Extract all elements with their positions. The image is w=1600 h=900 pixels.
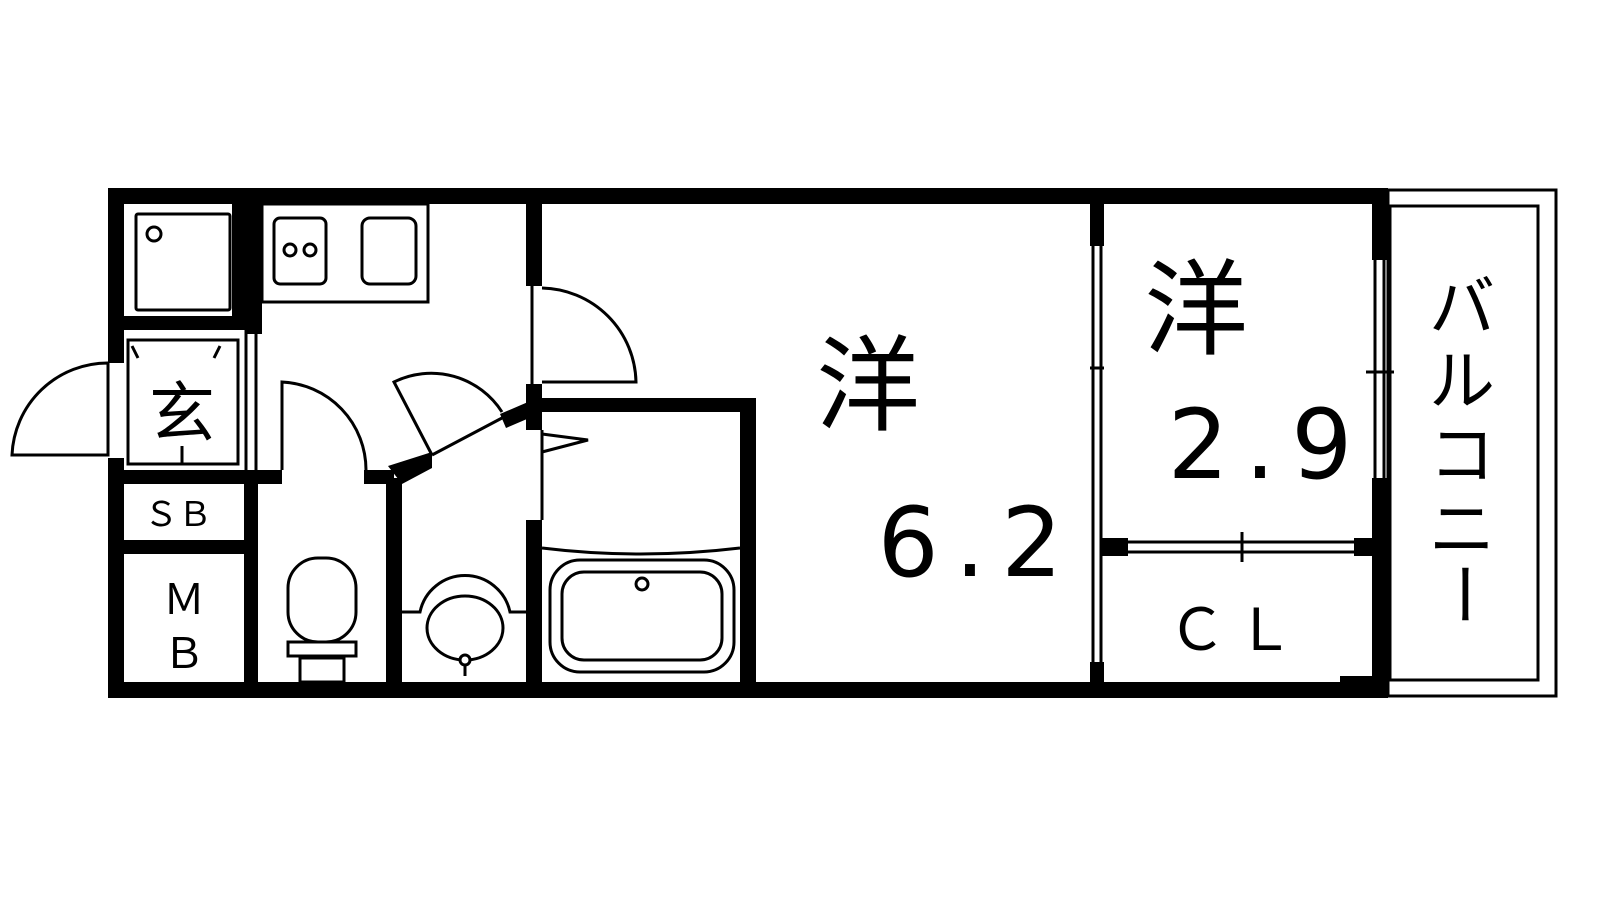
meter-box-label-line1: Ｍ bbox=[163, 575, 205, 624]
main-room-door bbox=[541, 286, 638, 384]
second-room-label: 洋 bbox=[1144, 249, 1248, 371]
main-room-size: 6.2 bbox=[878, 487, 1079, 599]
toilet-door bbox=[280, 380, 368, 471]
doors bbox=[10, 286, 638, 471]
bathtub bbox=[541, 546, 741, 674]
room-labels: 玄 ＳＢ Ｍ Ｂ 洋 6.2 洋 2.9 ＣＬ バ ル コ ニ ー bbox=[144, 249, 1501, 678]
washroom-door bbox=[391, 371, 504, 457]
balcony-label-char: バ bbox=[1429, 269, 1495, 346]
second-room-size: 2.9 bbox=[1168, 389, 1369, 501]
fixtures bbox=[126, 188, 1558, 698]
balcony-label-char: ニ bbox=[1429, 491, 1495, 568]
washing-machine bbox=[134, 212, 232, 312]
main-room-label: 洋 bbox=[816, 325, 920, 447]
meter-box-label-line2: Ｂ bbox=[163, 629, 205, 678]
balcony-label: バ ル コ ニ ー bbox=[1424, 269, 1501, 627]
entrance-step bbox=[126, 338, 240, 466]
balcony-label-char: コ bbox=[1429, 417, 1495, 494]
thin-lines bbox=[244, 246, 1394, 662]
outer-walls bbox=[108, 188, 1388, 698]
kitchen-counter bbox=[260, 202, 430, 304]
closet-label: ＣＬ bbox=[1168, 596, 1304, 664]
entrance-label: 玄 bbox=[149, 375, 215, 452]
toilet bbox=[286, 556, 358, 684]
front-door bbox=[10, 361, 110, 457]
shoe-box-label: ＳＢ bbox=[144, 495, 212, 535]
balcony-railing bbox=[1386, 188, 1558, 698]
balcony-label-char: ル bbox=[1429, 343, 1495, 420]
balcony-label-char: ー bbox=[1424, 561, 1501, 627]
interior-walls bbox=[124, 204, 1372, 682]
wash-basin bbox=[402, 574, 526, 676]
